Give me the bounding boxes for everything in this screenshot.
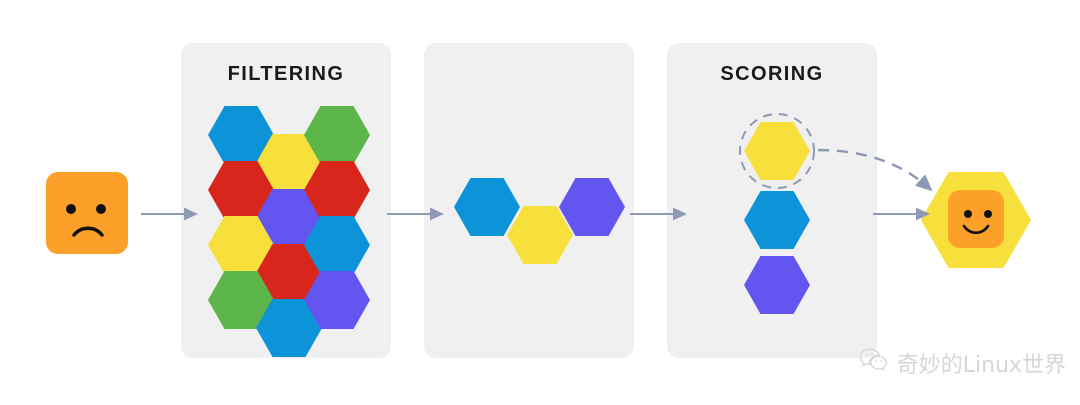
watermark: 奇妙的Linux世界 — [859, 347, 1066, 379]
panel-title-filtering: FILTERING — [227, 63, 345, 85]
wechat-icon — [859, 347, 889, 379]
hex-blue-candidate[interactable] — [454, 178, 520, 236]
input-face-mouth-frown — [72, 224, 104, 243]
hex-purple-candidate[interactable] — [559, 178, 625, 236]
input-face-eye-left — [66, 204, 76, 214]
hex-yellow-candidate[interactable] — [507, 206, 573, 264]
hex-blue-scored[interactable] — [744, 191, 810, 249]
input-face-eye-right — [96, 204, 106, 214]
output-inner-square — [948, 190, 1004, 248]
output-face-eye-left — [964, 210, 972, 218]
output-face-eye-right — [984, 210, 992, 218]
hex-red-2[interactable] — [304, 161, 370, 219]
input-square[interactable] — [46, 172, 128, 254]
watermark-text: 奇妙的Linux世界 — [896, 353, 1066, 378]
output-face-mouth-smile — [962, 224, 990, 242]
panel-title-scoring: SCORING — [720, 63, 824, 85]
